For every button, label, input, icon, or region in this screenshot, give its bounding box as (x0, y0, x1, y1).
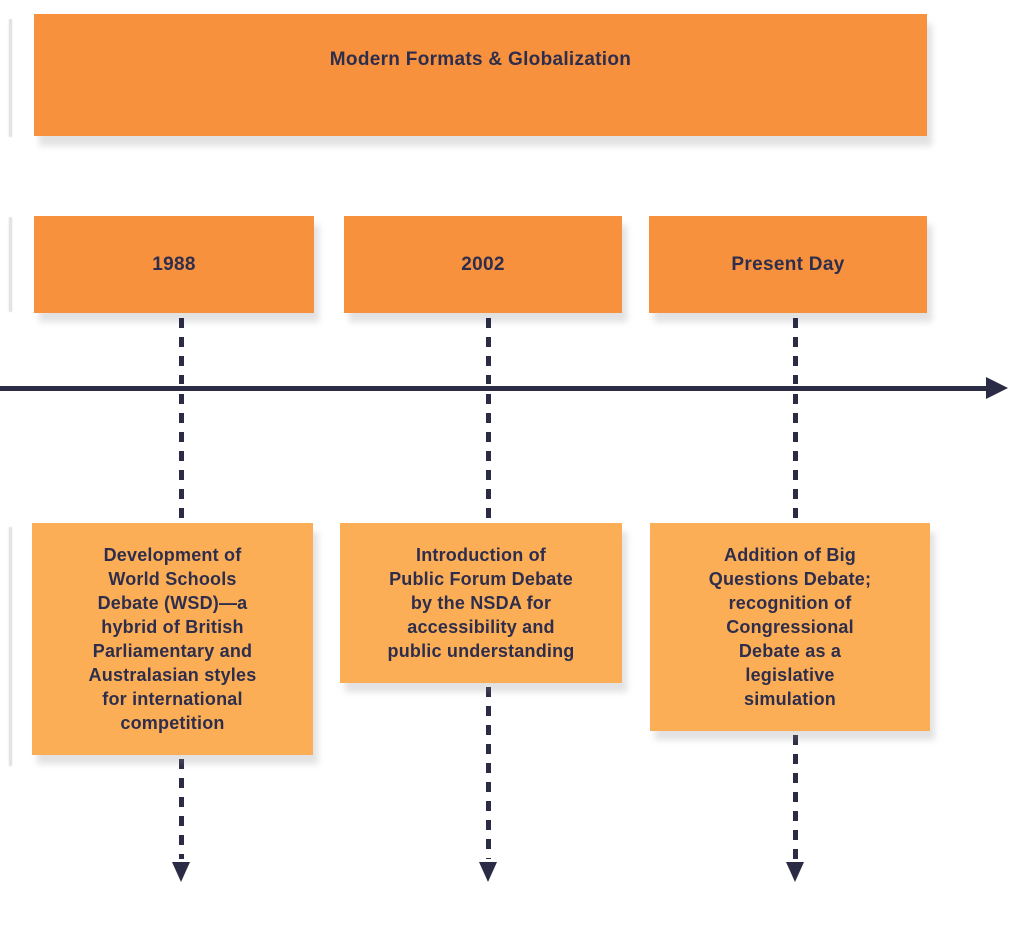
timeline-title: Modern Formats & Globalization (329, 49, 632, 70)
connector-dashed-line (486, 394, 491, 521)
down-arrowhead-icon (786, 862, 804, 882)
timeline-axis (0, 386, 988, 391)
year-label: 2002 (461, 253, 505, 275)
connector-dashed-line (793, 318, 798, 384)
connector-dashed-line (179, 318, 184, 384)
event-description-box-1988: Development of World Schools Debate (WSD… (32, 523, 313, 755)
timeline-title-banner: Modern Formats & Globalization (34, 14, 927, 136)
connector-dashed-line (793, 735, 798, 859)
connector-dashed-line (179, 759, 184, 859)
connector-dashed-line (486, 687, 491, 859)
down-arrowhead-icon (479, 862, 497, 882)
left-edge-shadow-mark (9, 217, 12, 312)
event-description: Introduction of Public Forum Debate by t… (387, 545, 575, 661)
year-box-present-day: Present Day (649, 216, 927, 313)
right-arrowhead-icon (986, 377, 1008, 399)
connector-dashed-line (486, 318, 491, 384)
year-label: Present Day (731, 253, 845, 275)
left-edge-shadow-mark (9, 527, 12, 766)
connector-dashed-line (179, 394, 184, 521)
year-box-2002: 2002 (344, 216, 622, 313)
year-box-1988: 1988 (34, 216, 314, 313)
connector-dashed-line (793, 394, 798, 521)
left-edge-shadow-mark (9, 19, 12, 137)
down-arrowhead-icon (172, 862, 190, 882)
event-description: Addition of Big Questions Debate; recogn… (708, 545, 872, 709)
event-description-box-present-day: Addition of Big Questions Debate; recogn… (650, 523, 930, 731)
event-description: Development of World Schools Debate (WSD… (88, 545, 257, 733)
event-description-box-2002: Introduction of Public Forum Debate by t… (340, 523, 622, 683)
year-label: 1988 (152, 253, 196, 275)
